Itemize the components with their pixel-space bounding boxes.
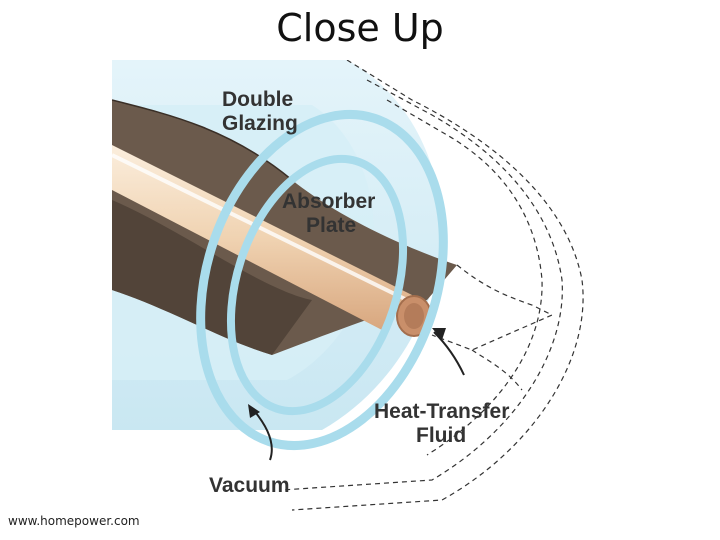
solar-tube-diagram: Double Glazing Absorber Plate Heat-Trans… — [112, 60, 584, 511]
label-absorber-plate-line2: Plate — [306, 214, 356, 237]
fluid-pipe-highlight — [112, 153, 408, 302]
absorber-plate-shadow — [112, 200, 312, 355]
label-double-glazing-line2: Glazing — [222, 112, 298, 135]
label-heat-transfer-fluid-line2: Fluid — [416, 424, 466, 447]
inner-glazing-ring — [226, 154, 408, 416]
outer-glazing-ring — [196, 109, 448, 451]
label-vacuum: Vacuum — [209, 474, 290, 497]
label-absorber-plate-line1: Absorber — [282, 190, 375, 213]
source-credit: www.homepower.com — [8, 514, 140, 528]
slide-title: Close Up — [276, 6, 444, 50]
absorber-plate-edge — [112, 99, 293, 181]
tube-dashed-outline — [281, 60, 584, 511]
label-double-glazing-line1: Double — [222, 88, 293, 111]
label-heat-transfer-fluid-line1: Heat-Transfer — [374, 400, 509, 423]
